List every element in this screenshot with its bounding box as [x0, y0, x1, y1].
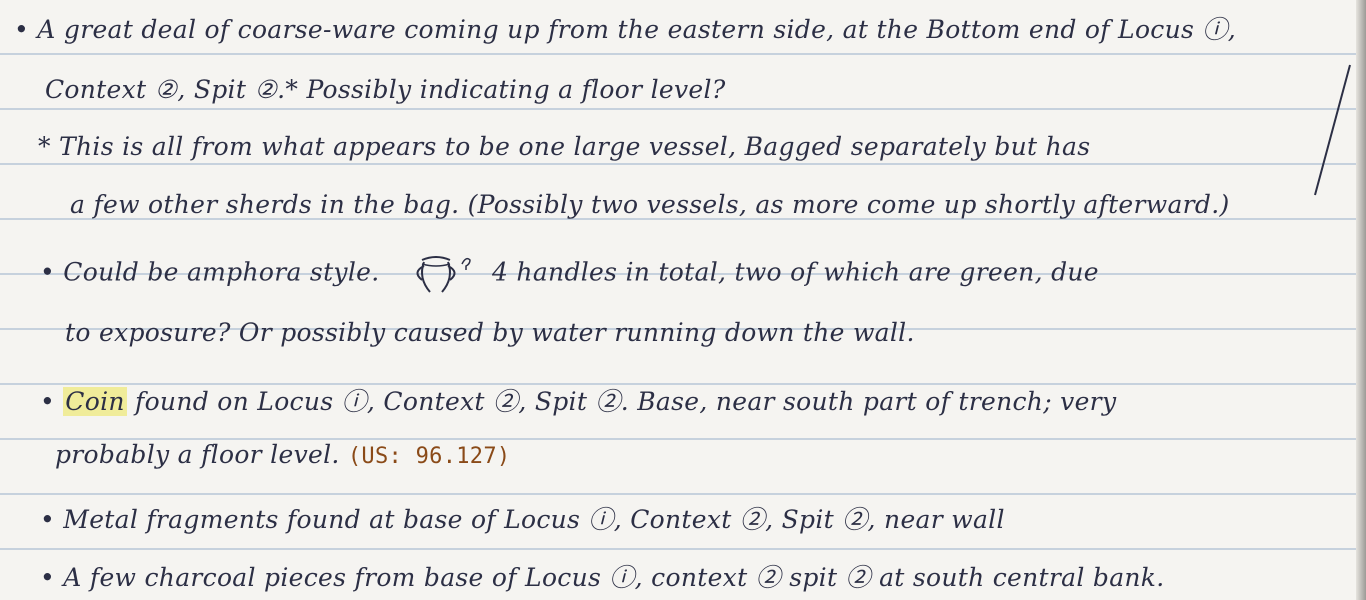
highlighted-word: Coin: [63, 387, 127, 416]
note-line-5-end: 4 handles in total, two of which are gre…: [491, 257, 1099, 287]
amphora-sketch-icon: [416, 256, 471, 293]
note-line-8: probably a floor level. (US: 96.127): [55, 440, 510, 469]
note-line-7-rest: found on Locus ⓘ, Context ②, Spit ②. Bas…: [135, 387, 1117, 416]
bullet: •: [40, 387, 56, 416]
note-line-5-start: • Could be amphora style.: [40, 257, 380, 287]
note-line-7: • Coin found on Locus ⓘ, Context ②, Spit…: [40, 382, 1116, 418]
note-line-5: • Could be amphora style. 4 handles in t…: [40, 252, 1099, 296]
note-line-1: • A great deal of coarse-ware coming up …: [14, 15, 1236, 44]
margin-stroke-icon: [1314, 64, 1351, 196]
note-line-9: • Metal fragments found at base of Locus…: [40, 505, 1005, 534]
note-line-2: Context ②, Spit ②.* Possibly indicating …: [45, 75, 726, 104]
note-line-3: * This is all from what appears to be on…: [38, 132, 1091, 161]
find-reference: (US: 96.127): [347, 444, 511, 469]
note-line-6: to exposure? Or possibly caused by water…: [65, 318, 915, 347]
note-line-4: a few other sherds in the bag. (Possibly…: [70, 190, 1230, 219]
note-line-8-text: probably a floor level.: [55, 440, 340, 469]
note-line-10: • A few charcoal pieces from base of Loc…: [40, 563, 1165, 592]
